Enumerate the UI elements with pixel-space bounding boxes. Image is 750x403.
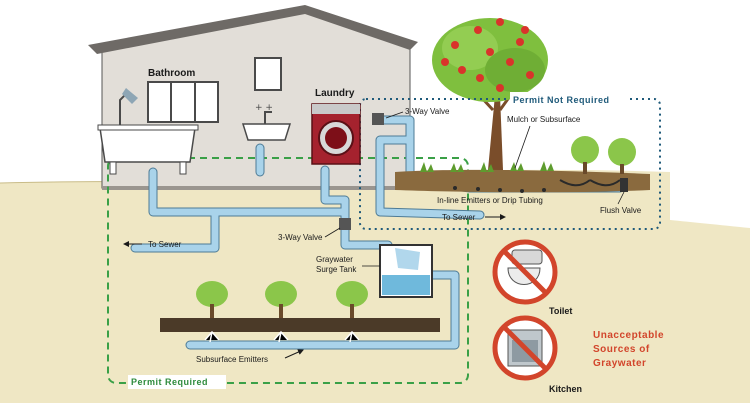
subsurface-bed [160,281,440,343]
shrubs-right [571,136,636,174]
svg-text:+ +: + + [255,103,273,113]
inline-emitters-label: In-line Emitters or Drip Tubing [437,196,543,205]
surge-tank [379,244,433,298]
bathroom-window [147,81,219,123]
subsurface-emitters-label: Subsurface Emitters [196,355,268,364]
unacceptable-title-2: Sources of [593,344,650,355]
to-sewer-left-label: To Sewer [148,240,182,249]
unacceptable-title-3: Graywater [593,358,646,369]
bathroom-sink: + + [241,103,292,141]
permit-not-required-label: Permit Not Required [513,95,610,105]
mulch-label: Mulch or Subsurface [507,115,581,124]
three-way-valve-mid [339,218,351,230]
valve-top-label: 3-Way Valve [405,107,450,116]
valve-mid-label: 3-Way Valve [278,233,323,242]
kitchen-label: Kitchen [549,384,582,394]
bathroom-label: Bathroom [148,68,195,79]
flush-valve-label: Flush Valve [600,206,642,215]
toilet-prohibited[interactable] [492,239,558,305]
unacceptable-title-1: Unacceptable [593,330,664,341]
mulch-bed [395,161,650,193]
surge-tank-label-1: Graywater [316,255,353,264]
to-sewer-right-label: To Sewer [442,213,476,222]
permit-required-label: Permit Required [131,377,208,387]
laundry-label: Laundry [315,88,355,99]
kitchen-prohibited[interactable] [492,315,558,381]
fruit-tree [432,18,548,170]
sink-window [254,57,282,91]
toilet-label: Toilet [549,306,572,316]
three-way-valve-top [372,113,384,125]
bathtub [97,88,199,175]
surge-tank-label-2: Surge Tank [316,265,357,274]
zone-permit-required [107,157,469,384]
washing-machine [311,103,361,165]
